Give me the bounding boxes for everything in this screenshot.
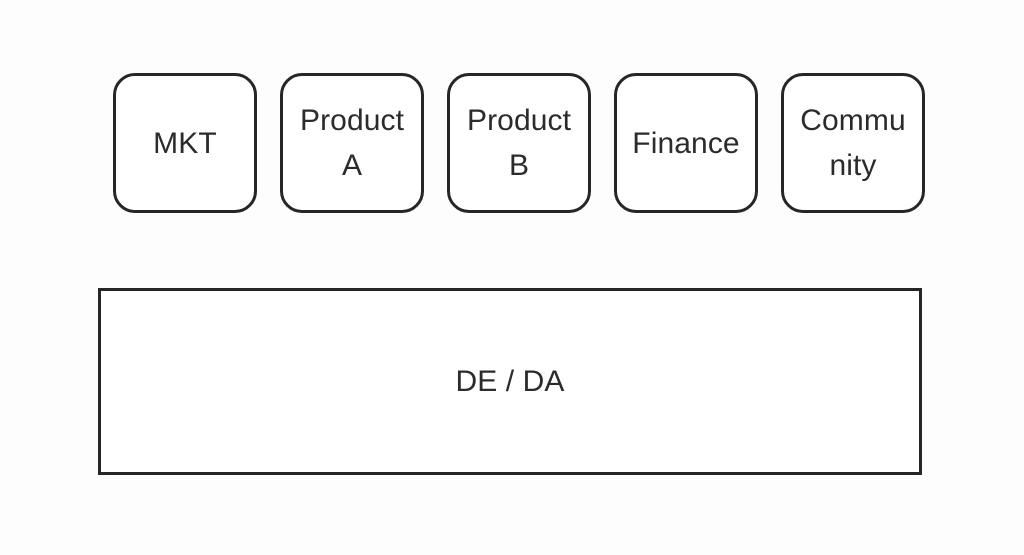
platform-box-de-da[interactable]: DE / DA (98, 288, 922, 475)
team-box-label-product-a: Product A (299, 104, 405, 182)
team-box-label-product-b: Product B (466, 104, 572, 182)
team-box-finance[interactable]: Finance (614, 73, 758, 213)
team-box-row: MKT Product A Product B Finance Commu ni… (113, 73, 925, 213)
team-box-community[interactable]: Commu nity (781, 73, 925, 213)
team-box-label-community: Commu nity (800, 104, 906, 182)
team-box-label-finance: Finance (632, 126, 740, 160)
team-box-product-a[interactable]: Product A (280, 73, 424, 213)
team-box-label-mkt: MKT (153, 126, 217, 160)
platform-box-label-de-da: DE / DA (455, 364, 565, 398)
team-box-product-b[interactable]: Product B (447, 73, 591, 213)
team-box-mkt[interactable]: MKT (113, 73, 257, 213)
